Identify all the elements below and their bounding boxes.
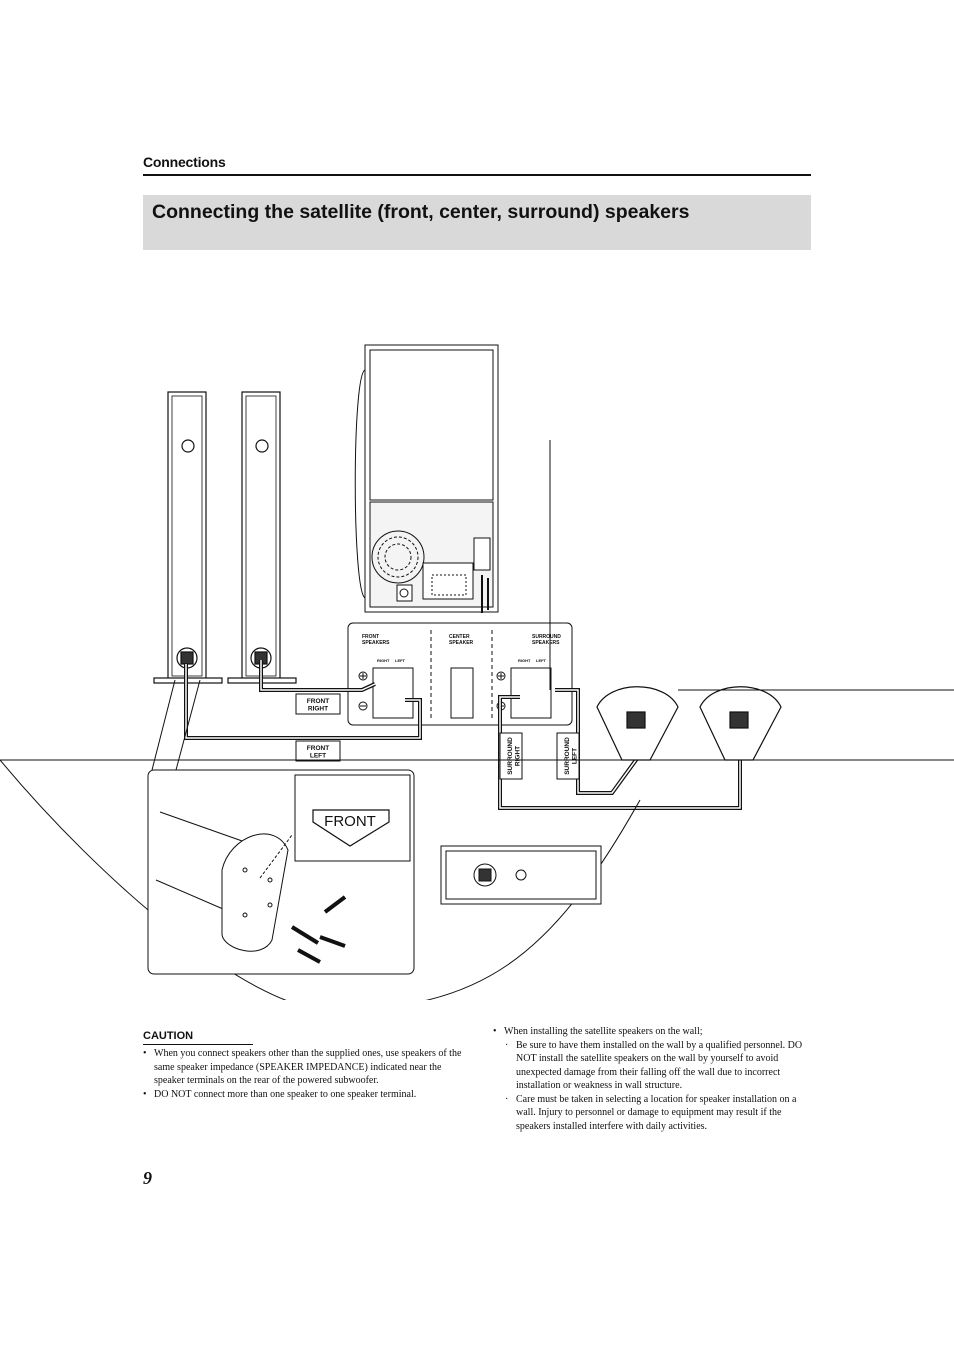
- terminal-panel: [347, 622, 573, 726]
- wall-lines: [0, 440, 954, 1000]
- title-box: [143, 195, 811, 250]
- caution-rule: [143, 1044, 253, 1045]
- tag-surround-right: SURROUNDRIGHT: [507, 737, 522, 775]
- tag-front-left-box: [295, 740, 341, 762]
- stand-detail: [147, 769, 415, 975]
- tag-surround-left: SURROUNDLEFT: [564, 737, 579, 775]
- subwoofer: [354, 344, 499, 613]
- page-title: Connecting the satellite (front, center,…: [152, 201, 690, 223]
- front-arrow: [312, 809, 390, 847]
- tag-front-right-box: [295, 693, 341, 715]
- right-label-surround: RIGHT: [518, 658, 531, 663]
- front-arrow-label: FRONT: [324, 813, 376, 830]
- wall-mount-detail: [440, 845, 602, 905]
- left-label-front: LEFT: [395, 658, 406, 663]
- left-label-surround: LEFT: [536, 658, 547, 663]
- caution-list: When you connect speakers other than the…: [143, 1047, 463, 1101]
- right-label-front: RIGHT: [377, 658, 390, 663]
- caution-item: DO NOT connect more than one speaker to …: [143, 1088, 463, 1102]
- page-number: 9: [143, 1168, 152, 1188]
- wall-install-list: When installing the satellite speakers o…: [493, 1025, 811, 1133]
- wall-install-intro: When installing the satellite speakers o…: [493, 1025, 811, 1039]
- section-label: Connections: [143, 154, 226, 170]
- tag-surround-right-box: [499, 732, 523, 780]
- caution-heading: CAUTION: [143, 1030, 194, 1042]
- caution-item: When you connect speakers other than the…: [143, 1047, 463, 1088]
- section-rule: [143, 174, 811, 176]
- surround-speakers: [596, 686, 782, 761]
- wall-install-item: Care must be taken in selecting a locati…: [493, 1093, 811, 1134]
- tag-surround-left-box: [556, 732, 580, 780]
- wall-install-item: Be sure to have them installed on the wa…: [493, 1039, 811, 1093]
- front-speakers: [153, 391, 297, 684]
